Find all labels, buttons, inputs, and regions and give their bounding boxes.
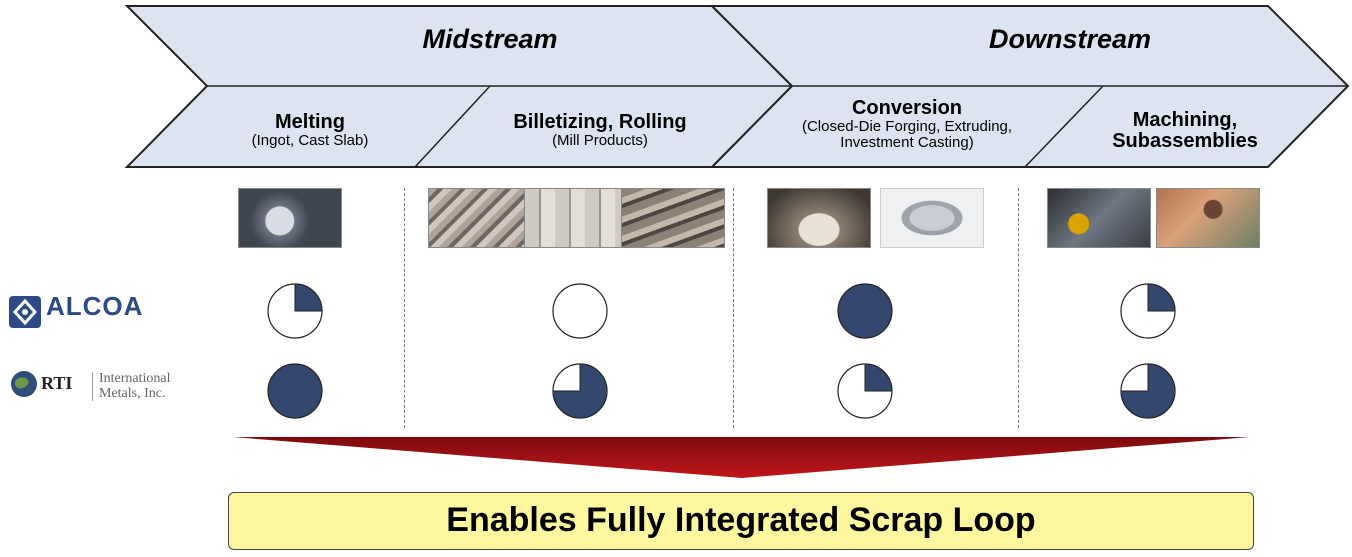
- band-title-midstream: Midstream: [422, 24, 558, 54]
- coverage-pie: [837, 283, 893, 339]
- coverage-pie: [267, 283, 323, 339]
- coverage-pie: [267, 363, 323, 419]
- photo-forging: [767, 188, 871, 248]
- company-rti-subtitle: International Metals, Inc.: [92, 371, 209, 402]
- company-rti-subtitle-line: International: [99, 371, 171, 386]
- stage-subtitle: Investment Casting): [840, 133, 974, 151]
- photo-bars: [621, 188, 725, 248]
- coverage-pie: [837, 363, 893, 419]
- rti-globe-icon: [11, 371, 37, 397]
- column-divider: [733, 188, 734, 428]
- stage-separator: [1024, 85, 1104, 168]
- stage-title: Billetizing, Rolling: [513, 111, 687, 133]
- coverage-pie: [552, 283, 608, 339]
- outcome-label: Enables Fully Integrated Scrap Loop: [446, 501, 1036, 539]
- stage-melting: Melting (Ingot, Cast Slab): [220, 112, 400, 149]
- stage-subtitle: (Closed-Die Forging, Extruding,: [801, 118, 1013, 135]
- photo-casting: [880, 188, 984, 248]
- stage-separator: [414, 85, 491, 168]
- column-divider: [1018, 188, 1019, 428]
- stage-billetizing: Billetizing, Rolling (Mill Products): [480, 112, 720, 149]
- photo-sheets: [524, 188, 628, 248]
- company-rti-subtitle-line: Metals, Inc.: [99, 385, 166, 401]
- funnel-arrow: [233, 437, 1250, 478]
- company-alcoa-label: ALCOA: [46, 291, 144, 321]
- column-divider: [404, 188, 405, 428]
- photo-assembly-worker: [1156, 188, 1260, 248]
- stage-conversion: Conversion (Closed-Die Forging, Extrudin…: [762, 98, 1052, 151]
- stage-subtitle: (Ingot, Cast Slab): [251, 132, 369, 149]
- stage-machining: Machining, Subassemblies: [1090, 110, 1280, 152]
- stage-title: Conversion: [851, 97, 963, 119]
- photo-ingot: [238, 188, 342, 248]
- stage-title: Melting: [275, 111, 345, 133]
- outcome-box: Enables Fully Integrated Scrap Loop: [228, 492, 1254, 550]
- alcoa-logo-icon: [9, 296, 41, 328]
- stage-title: Subassemblies: [1112, 130, 1258, 152]
- coverage-pie: [1120, 283, 1176, 339]
- stage-subtitle: (Mill Products): [552, 132, 648, 149]
- photo-plates: [428, 188, 532, 248]
- stage-title: Machining,: [1132, 109, 1238, 131]
- coverage-pie: [552, 363, 608, 419]
- band-title-downstream: Downstream: [988, 24, 1152, 54]
- coverage-pie: [1120, 363, 1176, 419]
- photo-machining-workshop: [1047, 188, 1151, 248]
- company-rti-label: RTI: [41, 373, 73, 393]
